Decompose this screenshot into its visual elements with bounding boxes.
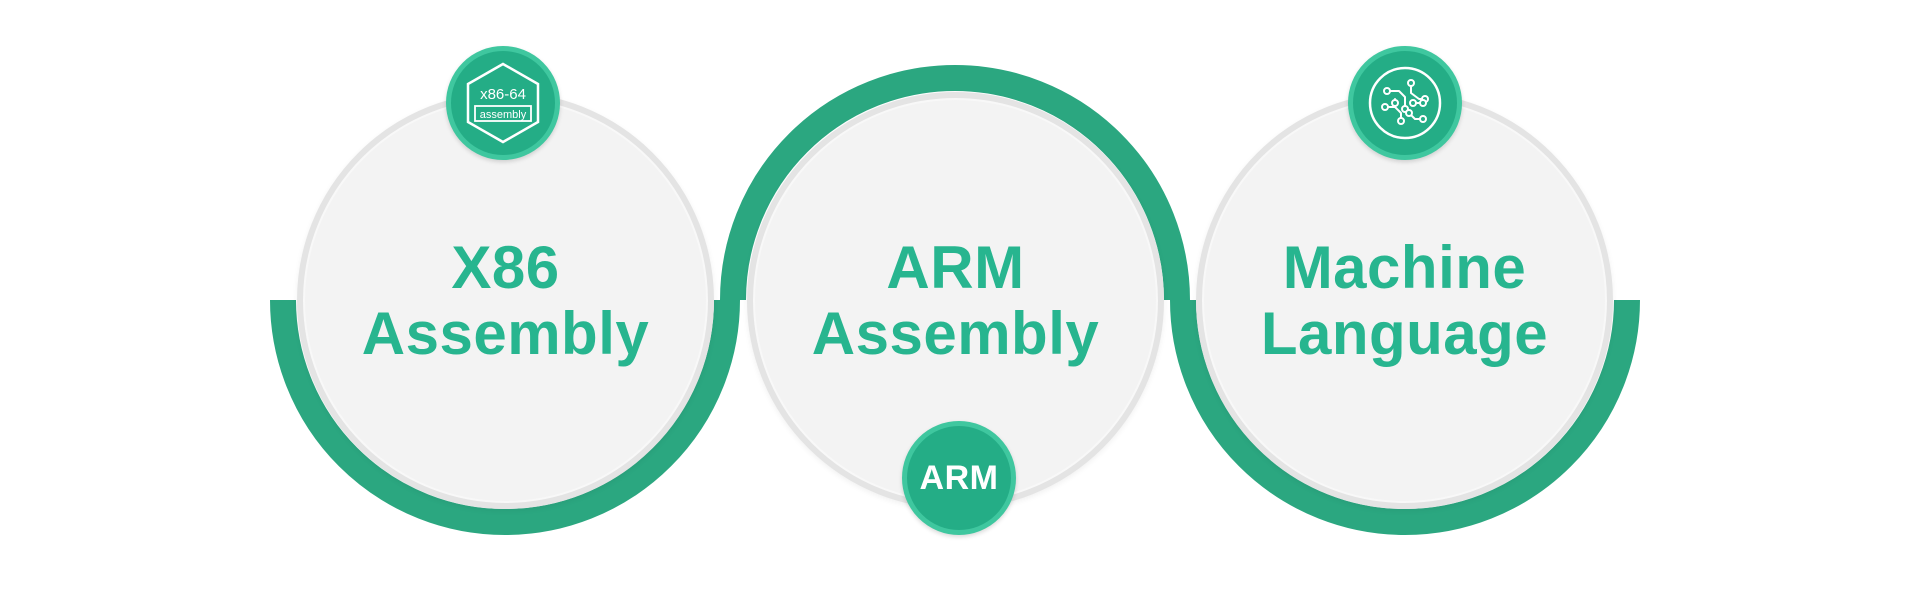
title-line-2: Assembly xyxy=(811,299,1100,367)
x86-64-assembly-hexagon-icon: x86-64 assembly xyxy=(446,46,560,160)
circuit-chip-icon xyxy=(1348,46,1462,160)
arm-assembly-label: ARM Assembly xyxy=(811,233,1100,367)
machine-language-circle: Machine Language xyxy=(1196,92,1613,509)
arc-right xyxy=(1170,299,1640,535)
badge-text-top: x86-64 xyxy=(480,86,526,103)
circuit-icon xyxy=(1368,66,1442,140)
title-line-1: X86 xyxy=(451,233,560,301)
title-line-2: Assembly xyxy=(361,299,650,367)
badge-text-bottom: assembly xyxy=(480,109,527,121)
arm-assembly-circle: ARM Assembly xyxy=(747,92,1164,509)
hexagon-icon: x86-64 assembly xyxy=(466,62,540,144)
arc-left xyxy=(270,299,740,535)
arm-badge-text: ARM xyxy=(919,458,999,497)
title-line-2: Language xyxy=(1260,299,1549,367)
arc-middle xyxy=(720,65,1190,301)
x86-assembly-label: X86 Assembly xyxy=(361,233,650,367)
machine-language-label: Machine Language xyxy=(1260,233,1549,367)
title-line-1: ARM xyxy=(886,233,1025,301)
title-line-1: Machine xyxy=(1282,233,1527,301)
arm-logo-icon: ARM xyxy=(902,421,1016,535)
x86-assembly-circle: X86 Assembly xyxy=(297,92,714,509)
